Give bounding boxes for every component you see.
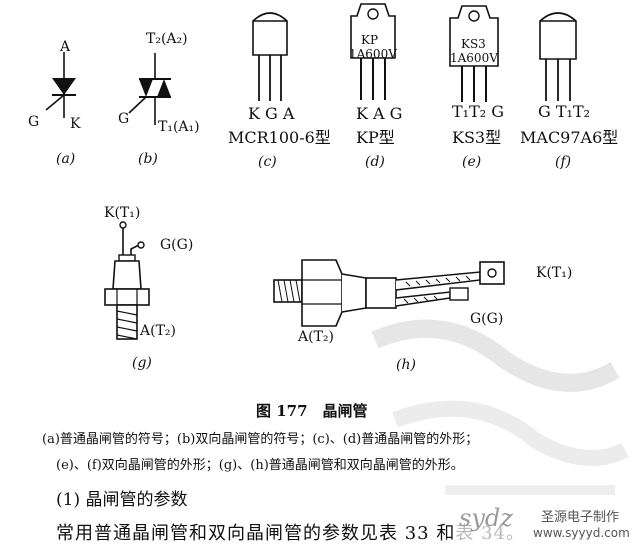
figure-caption-title: 图 177 晶闸管 [256,402,368,420]
figure-tag-e: (e) [462,154,482,170]
site-url: www.syyyd.com [533,526,630,540]
site-name: 圣源电子制作 [541,510,620,525]
symbol-b-label-t1: T₁(A₁) [158,119,200,135]
figure-caption-line-1: (a)普通晶闸管的符号；(b)双向晶闸管的符号；(c)、(d)普通晶闸管的外形； [42,432,479,447]
stud-g-label-g: G(G) [160,237,194,253]
symbol-b-label-t2: T₂(A₂) [146,31,188,47]
package-e-marking-1: KS3 [461,37,486,51]
figure-caption-line-2: (e)、(f)双向晶闸管的外形；(g)、(h)普通晶闸管和双向晶闸管的外形。 [56,458,464,473]
stud-thyristor-horizontal-icon [273,259,505,327]
package-f-pins: G T₁T₂ [538,102,591,121]
package-e-model: KS3型 [452,128,502,147]
figure-tag-g: (g) [132,355,152,371]
figure-tag-c: (c) [258,154,277,170]
symbol-a-label-a: A [60,39,71,55]
to92-package-icon [252,12,288,101]
package-c-model: MCR100-6型 [228,128,331,147]
figure-tag-b: (b) [138,151,158,167]
package-c-pins: K G A [248,104,295,123]
section-heading: (1) 晶闸管的参数 [56,490,188,510]
symbol-a-label-g: G [28,114,40,130]
package-e-marking-2: 1A600V [450,51,498,65]
to126-package-icon [449,5,499,102]
stud-h-label-g: G(G) [470,311,504,327]
to92-package-icon [539,12,577,101]
package-d-marking-1: KP [361,33,379,47]
body-paragraph: 常用普通晶闸管和双向晶闸管的参数见表 33 和表 34。 [56,523,525,544]
site-watermark: sydz 圣源电子制作 www.syyyd.com [455,500,631,550]
thyristor-symbol-icon [45,52,76,118]
figure-tag-d: (d) [365,154,385,170]
package-d-marking-2: 1A600V [349,47,397,61]
site-logo: sydz [459,504,513,532]
stud-thyristor-icon [104,221,150,340]
figure-tag-f: (f) [555,154,572,170]
stud-g-label-k: K(T₁) [104,205,141,221]
stud-h-label-k: K(T₁) [536,265,573,281]
to126-package-icon [350,3,396,100]
watermark-seal-icon [371,319,629,495]
figure-tag-h: (h) [396,357,416,373]
package-d-pins: K A G [356,104,403,123]
triac-symbol-icon [128,53,171,125]
symbol-b-label-g: G [118,111,130,127]
package-d-model: KP型 [356,128,395,147]
stud-g-label-a: A(T₂) [140,323,176,339]
package-f-model: MAC97A6型 [520,128,619,147]
stud-h-label-a: A(T₂) [298,329,334,345]
figure-tag-a: (a) [56,151,76,167]
package-e-pins: T₁T₂ G [452,102,505,121]
symbol-a-label-k: K [70,116,81,132]
